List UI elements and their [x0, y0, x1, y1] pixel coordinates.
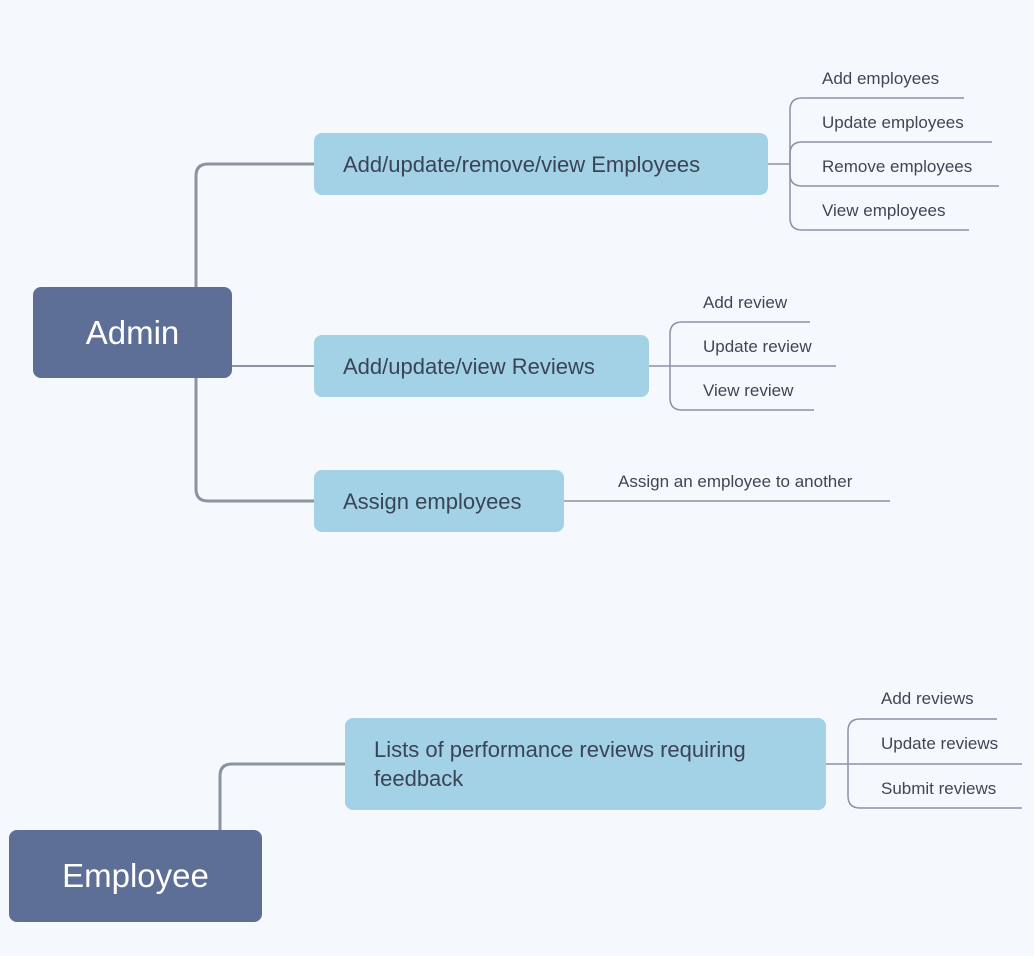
leaf-add-employees[interactable]: Add employees [822, 69, 940, 88]
topic-manage-reviews-label: Add/update/view Reviews [343, 353, 595, 379]
root-node-admin[interactable]: Admin [33, 287, 232, 378]
connector-leaf-add-reviews [847, 718, 997, 764]
root-node-admin-label: Admin [85, 313, 180, 351]
leaf-add-reviews[interactable]: Add reviews [881, 689, 974, 708]
topic-performance-reviews[interactable]: Lists of performance reviews requiring f… [345, 718, 826, 810]
connector-leaf-add-employees [789, 97, 964, 164]
root-node-employee[interactable]: Employee [9, 830, 262, 922]
connector-leaf-view-review [669, 366, 814, 411]
leaf-update-review[interactable]: Update review [703, 337, 812, 356]
topic-assign-employees-label: Assign employees [343, 488, 522, 514]
connector-admin-assign [194, 378, 314, 503]
topic-manage-employees[interactable]: Add/update/remove/view Employees [314, 133, 768, 195]
root-node-employee-label: Employee [62, 857, 209, 894]
leaf-assign-employee[interactable]: Assign an employee to another [618, 472, 853, 491]
leaf-submit-reviews[interactable]: Submit reviews [881, 779, 997, 798]
topic-manage-reviews[interactable]: Add/update/view Reviews [314, 335, 649, 397]
connector-leaf-submit-reviews [847, 764, 1022, 809]
connector-employee-lists [218, 762, 345, 830]
topic-manage-employees-label: Add/update/remove/view Employees [343, 151, 701, 177]
leaf-view-review[interactable]: View review [703, 381, 794, 400]
leaf-update-employees[interactable]: Update employees [822, 113, 964, 132]
leaf-update-reviews[interactable]: Update reviews [881, 734, 999, 753]
leaf-view-employees[interactable]: View employees [822, 201, 946, 220]
connector-admin-employees [194, 162, 314, 288]
topic-assign-employees[interactable]: Assign employees [314, 470, 564, 532]
leaf-remove-employees[interactable]: Remove employees [822, 157, 973, 176]
leaf-add-review[interactable]: Add review [703, 293, 788, 312]
topic-performance-reviews-label: Lists of performance reviews requiring f… [374, 737, 746, 791]
connector-leaf-add-review [669, 321, 810, 366]
connector-leaf-view-employees [789, 164, 969, 231]
connector-leaf-update-employees [789, 141, 992, 164]
